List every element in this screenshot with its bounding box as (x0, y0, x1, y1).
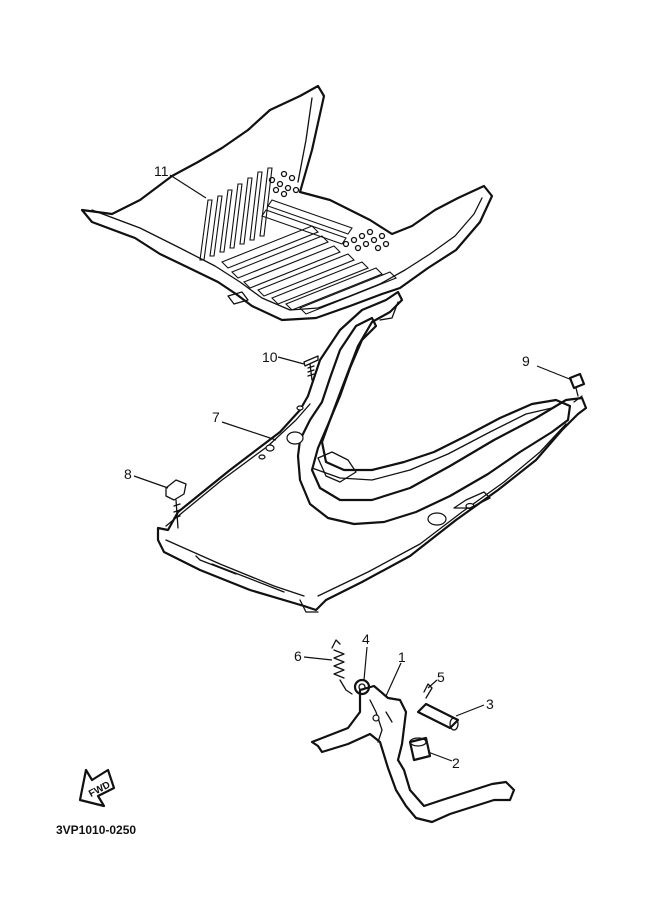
screw-10 (303, 355, 319, 381)
callout-numbers: 11 10 9 7 8 6 4 1 5 3 2 (124, 163, 530, 771)
figure-code: 3VP1010-0250 (56, 823, 136, 837)
mat-slats-left (199, 167, 273, 261)
callout-9: 9 (522, 353, 530, 369)
footrest-frame (156, 290, 588, 613)
callout-8: 8 (124, 466, 132, 482)
clip-9 (568, 372, 586, 397)
callout-7: 7 (212, 409, 220, 425)
callout-5: 5 (437, 669, 445, 685)
leader-lines (133, 174, 573, 762)
bolt-8 (165, 479, 187, 529)
callout-6: 6 (294, 648, 302, 664)
main-stand-assembly (310, 639, 516, 824)
callout-1: 1 (398, 649, 406, 665)
footboard-mat (80, 84, 494, 322)
mat-grip-dots (268, 170, 390, 252)
callout-3: 3 (486, 696, 494, 712)
mat-slats-floor (221, 199, 397, 315)
callout-11: 11 (154, 163, 169, 179)
fwd-arrow-icon: FWD (78, 768, 116, 808)
callout-4: 4 (362, 631, 370, 647)
callout-10: 10 (262, 349, 278, 365)
callout-2: 2 (452, 755, 460, 771)
